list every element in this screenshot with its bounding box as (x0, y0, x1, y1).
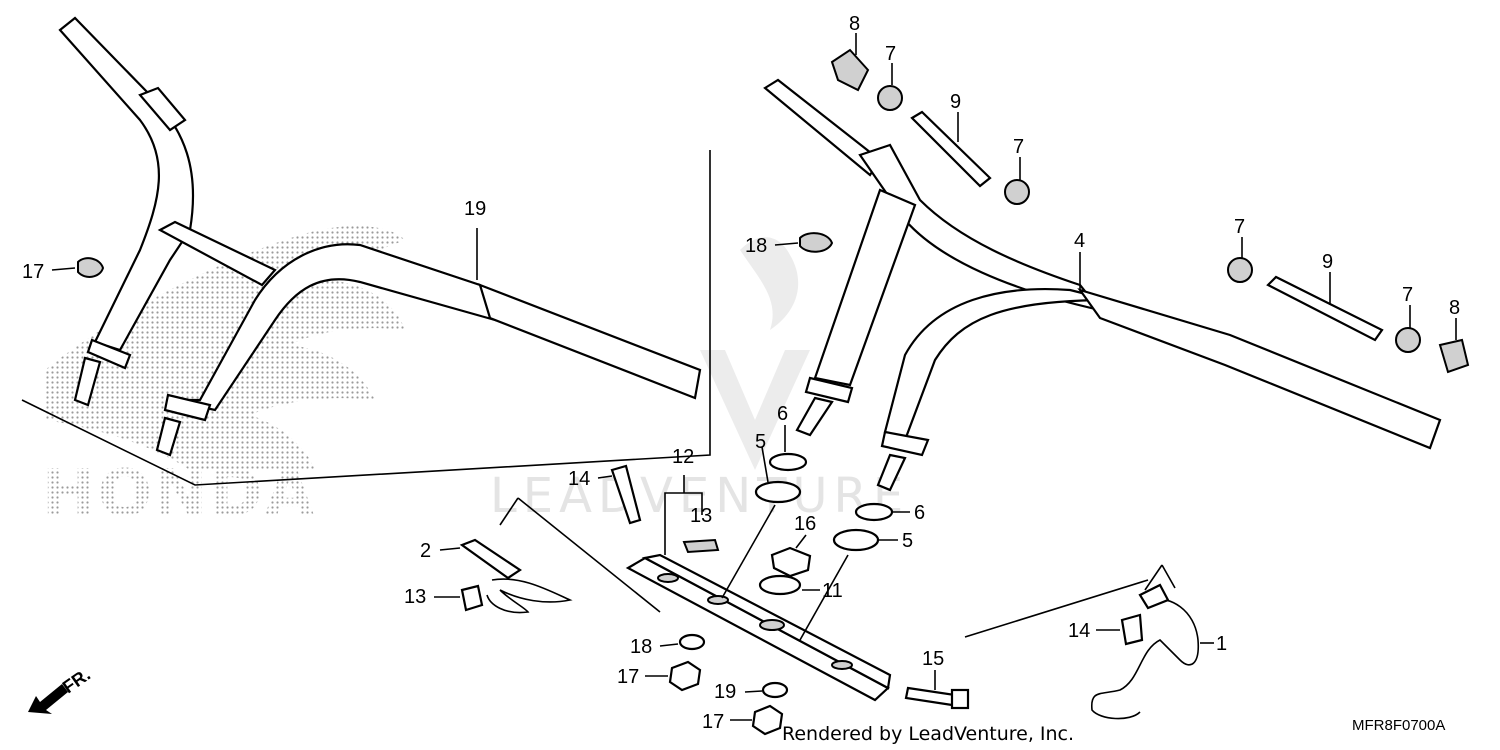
callout-9-left: 9 (950, 91, 961, 113)
riser-stud-left (73, 356, 102, 407)
bolt-14-upper (610, 464, 642, 525)
center-fasteners: 16 11 (758, 513, 843, 602)
nut-15 (770, 546, 812, 578)
handlebar-19-assembly: 19 17 (21, 16, 711, 486)
callout-7-a: 7 (885, 43, 896, 65)
bolt-14-lower-head (950, 688, 970, 710)
handlebar-4-assembly: 4 (763, 78, 1442, 492)
leadventure-watermark: LEADVENTURE (490, 237, 909, 524)
riser-cushions: 6 5 6 5 (754, 403, 925, 552)
watermark-text: LEADVENTURE (490, 468, 909, 524)
honda-wing-logo: HONDA (42, 225, 405, 531)
bolt-14-lower (904, 686, 957, 707)
bar-end-weight-left: 8 7 9 7 (830, 13, 1030, 205)
callout-13-left: 13 (404, 586, 426, 608)
riser-stud-right (155, 416, 182, 457)
riser-collar-left (86, 338, 132, 370)
credit-text: Rendered by LeadVenture, Inc. (782, 723, 1074, 745)
nut-7-d (1395, 327, 1421, 353)
callout-7-b: 7 (1013, 136, 1024, 158)
diagram-code: MFR8F0700A (1352, 717, 1445, 734)
callout-18-left: 18 (630, 636, 652, 658)
callout-14-upper: 14 (568, 468, 590, 490)
riser-stud-4-right (876, 453, 907, 492)
callout-17-left: 17 (22, 261, 44, 283)
callout-8-left: 8 (849, 13, 860, 35)
wire-clamp-17-center: 18 (745, 232, 834, 257)
wire-guide-1-assembly: 1 14 (964, 564, 1227, 720)
bar-end-weight-right: 7 9 7 8 (1227, 216, 1470, 374)
washer-6-right (854, 502, 894, 522)
callout-6-left: 6 (777, 403, 788, 425)
nut-16-left (668, 660, 702, 692)
callout-18-right: 19 (714, 681, 736, 703)
callout-2: 2 (420, 540, 431, 562)
callout-13-right: 14 (1068, 620, 1090, 642)
callout-16-left: 17 (617, 666, 639, 688)
callout-5-right: 5 (902, 530, 913, 552)
riser-collar-right (163, 393, 212, 422)
nut-7-c (1227, 257, 1253, 283)
nut-7-b (1004, 179, 1030, 205)
callout-6-right: 6 (914, 502, 925, 524)
handlebar-4-right-riser (883, 288, 1111, 442)
handlebar-19-right-grip (478, 283, 702, 400)
handlebar-4-left-riser (813, 188, 917, 387)
wire-clamp-17-left (77, 257, 105, 278)
detail-frame (21, 150, 711, 486)
washer-18-right (761, 681, 789, 699)
callout-14-lower: 15 (922, 648, 944, 670)
arrow-down-left-icon (28, 684, 68, 714)
handlebar-4-right-grip (1077, 288, 1442, 450)
bolt-13-left (460, 584, 484, 612)
riser-stud-4-left (795, 396, 834, 437)
callout-4: 4 (1074, 230, 1085, 252)
callout-10: 11 (822, 580, 843, 602)
cushion-5-right (832, 528, 880, 552)
bar-end-holder-8-left (830, 48, 870, 92)
wire-guide-2 (459, 538, 522, 580)
lower-fasteners: 18 17 19 17 (617, 633, 789, 736)
handlebar-19-crossbar (157, 220, 277, 287)
bolts-14: 14 15 (568, 464, 970, 710)
nut-16-right (751, 704, 784, 736)
bolt-13-right (1120, 613, 1144, 646)
callout-8-right: 8 (1449, 297, 1460, 319)
callout-5-left: 5 (755, 431, 766, 453)
callout-11: 12 (672, 446, 694, 468)
cushion-5-left (754, 480, 802, 504)
weight-9-left (910, 110, 992, 188)
weight-9-right (1266, 275, 1384, 342)
wire-guide-2-assembly: 2 13 (404, 497, 661, 614)
wire-guide-1 (1138, 583, 1170, 610)
callout-17-center: 18 (745, 235, 767, 257)
callout-9-right: 9 (1322, 251, 1333, 273)
washer-10 (758, 574, 802, 596)
riser-collar-4-right (880, 430, 930, 457)
nut-7-a (877, 85, 903, 111)
callout-7-c: 7 (1234, 216, 1245, 238)
callout-15: 16 (794, 513, 816, 535)
callout-16-right: 17 (702, 711, 724, 733)
callout-1: 1 (1216, 633, 1227, 655)
handlebar-19-grip-end (138, 86, 187, 132)
washer-6-left (768, 452, 808, 472)
bar-end-holder-8-right (1438, 338, 1470, 374)
callout-19: 19 (464, 198, 486, 220)
front-direction-indicator: FR. (28, 664, 94, 714)
clip-12 (682, 538, 720, 554)
callout-7-d: 7 (1402, 284, 1413, 306)
callout-12: 13 (690, 505, 712, 527)
honda-logo-text: HONDA (42, 457, 316, 531)
washer-18-left (678, 633, 706, 651)
upper-handlebar-holder-11: 12 13 (625, 446, 892, 702)
riser-collar-4-left (804, 376, 854, 404)
